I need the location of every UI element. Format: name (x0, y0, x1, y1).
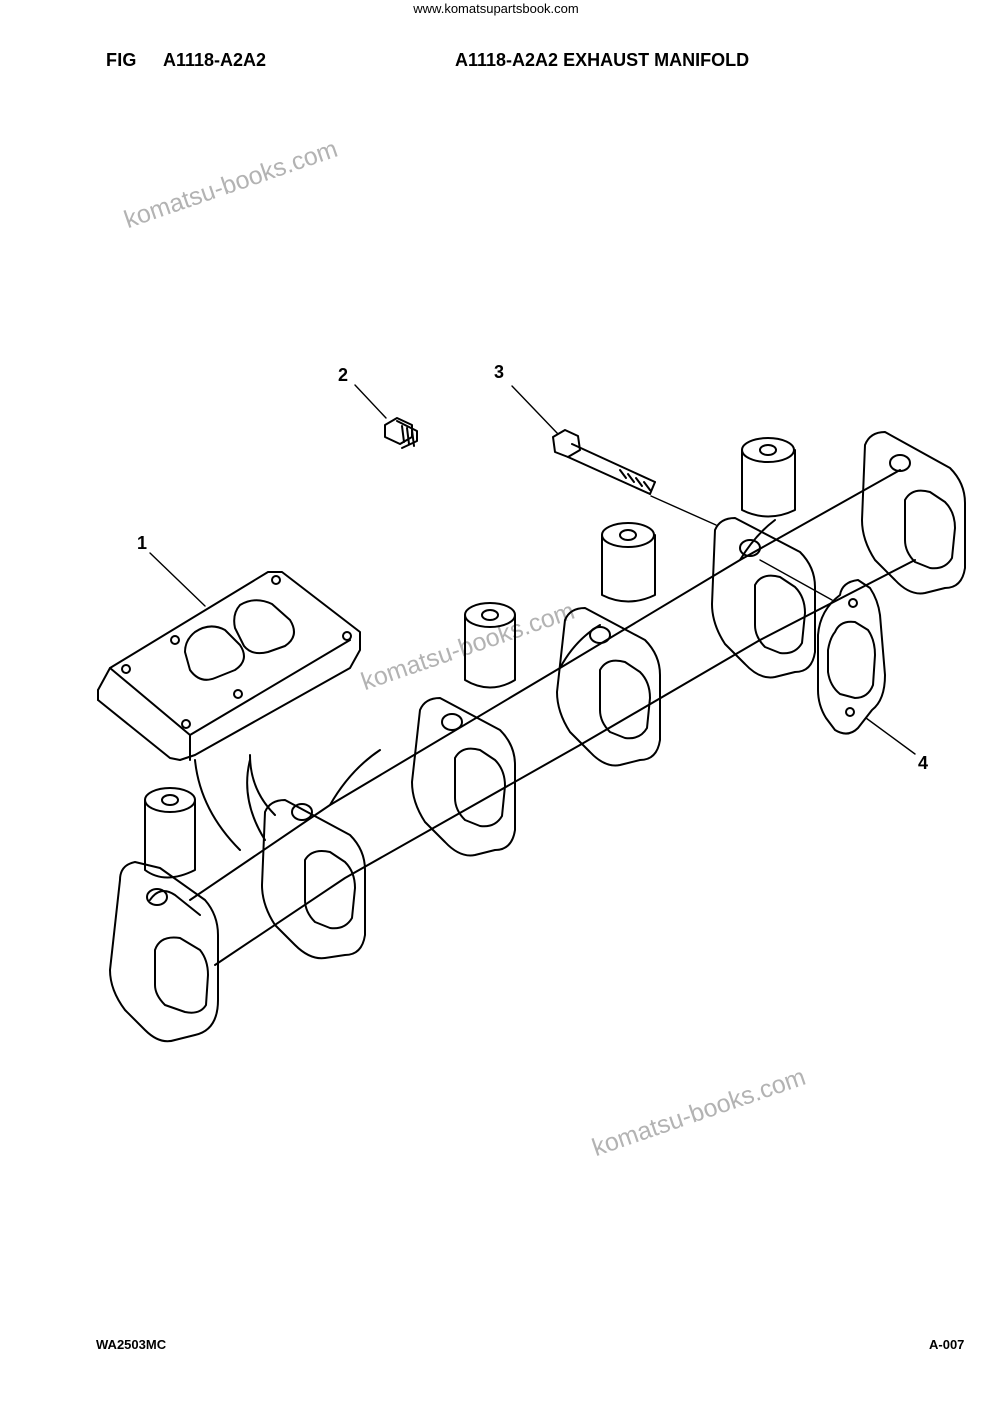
callout-2: 2 (338, 365, 348, 385)
leader-lines (149, 384, 916, 755)
callout-4: 4 (918, 753, 928, 773)
footer-model: WA2503MC (96, 1337, 167, 1352)
boss-2 (464, 602, 516, 689)
port-flange-3 (411, 697, 516, 857)
manifold-pipe (189, 469, 916, 966)
boss-1 (144, 787, 196, 879)
page-title: A1118-A2A2 EXHAUST MANIFOLD (455, 50, 750, 70)
callout-1: 1 (137, 533, 147, 553)
bolt (552, 429, 656, 495)
boss-4 (741, 437, 796, 518)
callout-3: 3 (494, 362, 504, 382)
gasket (817, 579, 886, 735)
port-flange-1 (109, 861, 219, 1043)
fig-code: A1118-A2A2 (163, 50, 267, 70)
port-flange-4 (556, 607, 661, 767)
fig-label: FIG (106, 50, 137, 70)
plug (384, 417, 418, 449)
port-flange-5 (711, 517, 816, 679)
boss-3 (601, 522, 656, 603)
source-url[interactable]: www.komatsupartsbook.com (413, 1, 579, 16)
port-flange-2 (261, 799, 366, 960)
port-flange-6 (861, 431, 966, 595)
footer-page-number: A-007 (929, 1337, 965, 1352)
turbo-flange (97, 571, 361, 851)
